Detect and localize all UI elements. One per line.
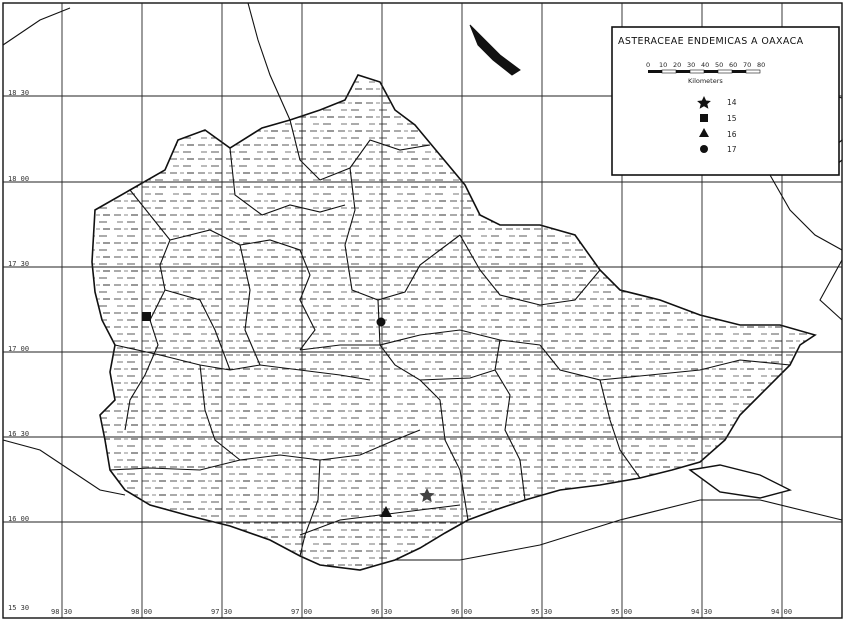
latitude-label: 17 30 <box>8 260 29 268</box>
longitude-label: 97 30 <box>211 608 232 616</box>
longitude-label: 97 00 <box>291 608 312 616</box>
scale-tick: 70 <box>743 61 751 69</box>
legend-label: 17 <box>727 145 737 154</box>
latitude-label: 16 00 <box>8 515 29 523</box>
latitude-label: 17 00 <box>8 345 29 353</box>
longitude-label: 98 30 <box>51 608 72 616</box>
longitude-label: 94 30 <box>691 608 712 616</box>
external-lines <box>2 2 843 561</box>
latitude-label: 15 30 <box>8 604 29 612</box>
longitude-label: 94 00 <box>771 608 792 616</box>
latitude-label: 18 00 <box>8 175 29 183</box>
scale-unit: Kilometers <box>688 77 723 85</box>
legend: ASTERACEAE ENDEMICAS A OAXACA 0 10 20 30… <box>611 26 840 176</box>
legend-box <box>611 26 840 176</box>
lagoon-oaxaca-coast <box>688 464 792 499</box>
record-star <box>419 488 435 502</box>
longitude-label: 96 30 <box>371 608 392 616</box>
scale-tick: 40 <box>701 61 709 69</box>
scale-tick: 50 <box>715 61 723 69</box>
scale-tick: 80 <box>757 61 765 69</box>
longitude-label: 95 30 <box>531 608 552 616</box>
record-triangle <box>380 506 392 517</box>
record-square <box>142 312 151 321</box>
lagoon-north <box>469 24 521 76</box>
legend-star-icon <box>697 96 711 109</box>
district-boundaries <box>109 119 791 557</box>
legend-label: 15 <box>727 114 737 123</box>
record-circle <box>376 317 386 327</box>
scale-tick: 30 <box>687 61 695 69</box>
legend-title: ASTERACEAE ENDEMICAS A OAXACA <box>618 36 804 47</box>
longitude-label: 95 00 <box>611 608 632 616</box>
latitude-labels: 18 30 18 00 17 30 17 00 16 30 16 00 15 3… <box>8 89 29 612</box>
scale-tick: 10 <box>659 61 667 69</box>
longitude-label: 96 00 <box>451 608 472 616</box>
scale-tick: 60 <box>729 61 737 69</box>
legend-label: 14 <box>727 98 737 107</box>
scale-tick: 20 <box>673 61 681 69</box>
scale-bar: 0 10 20 30 40 50 60 70 80 Kilometers <box>646 61 765 85</box>
latitude-label: 18 30 <box>8 89 29 97</box>
scale-tick: 0 <box>646 61 650 69</box>
longitude-label: 98 00 <box>131 608 152 616</box>
legend-square-icon <box>700 114 708 122</box>
legend-triangle-icon <box>699 128 709 137</box>
legend-circle-icon <box>700 145 708 153</box>
legend-label: 16 <box>727 130 737 139</box>
latitude-label: 16 30 <box>8 430 29 438</box>
record-markers <box>142 312 435 517</box>
coast-southwest <box>2 439 126 496</box>
oaxaca-state-outline <box>91 74 817 571</box>
longitude-labels: 98 30 98 00 97 30 97 00 96 30 96 00 95 3… <box>51 608 792 616</box>
